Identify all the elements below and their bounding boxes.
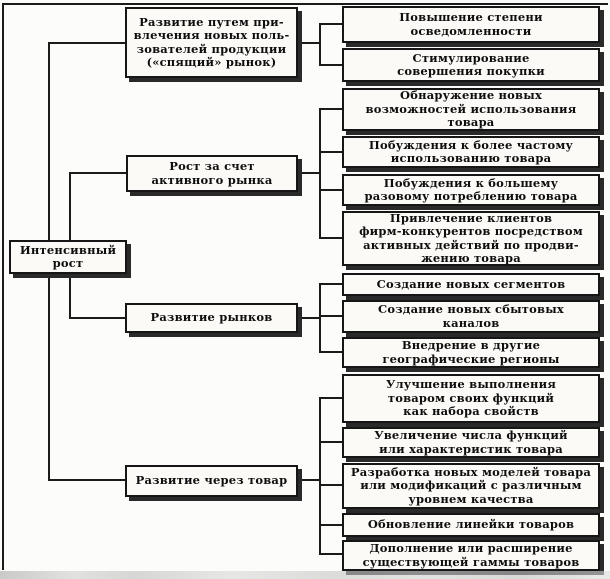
node-leaf-9-label: Внедрение в другие географические регион… bbox=[382, 338, 560, 366]
connector-trunk-a-upper bbox=[48, 42, 50, 241]
connector-group1-trunk bbox=[319, 23, 321, 66]
connector-leaf-12 bbox=[319, 484, 342, 486]
node-leaf-7: Создание новых сегментов bbox=[342, 273, 600, 296]
connector-branch1-stub bbox=[297, 42, 321, 44]
node-leaf-10-label: Улучшение выполнения товаром своих функц… bbox=[385, 377, 557, 419]
node-leaf-12: Разработка новых моделей товара или моди… bbox=[342, 463, 600, 509]
connector-branch4-stub bbox=[297, 479, 321, 481]
connector-to-branch-2 bbox=[69, 172, 126, 174]
connector-branch2-stub bbox=[297, 172, 321, 174]
node-branch-2: Рост за счет активного рынка bbox=[126, 155, 298, 192]
node-leaf-1-label: Повышение степени осведомленности bbox=[399, 10, 543, 38]
connector-leaf-1 bbox=[319, 23, 342, 25]
node-leaf-11: Увеличение числа функций или характерист… bbox=[342, 427, 600, 458]
node-leaf-5: Побуждения к большему разовому потреблен… bbox=[342, 174, 600, 206]
node-leaf-9: Внедрение в другие географические регион… bbox=[342, 337, 600, 368]
connector-leaf-9 bbox=[319, 351, 342, 353]
connector-leaf-3 bbox=[319, 108, 342, 110]
connector-group3-trunk bbox=[319, 283, 321, 353]
connector-leaf-8 bbox=[319, 315, 342, 317]
connector-to-branch-3 bbox=[69, 317, 125, 319]
node-leaf-13-label: Обновление линейки товаров bbox=[367, 517, 575, 532]
connector-to-branch-4 bbox=[48, 479, 125, 481]
node-leaf-3: Обнаружение новых возможностей использов… bbox=[342, 88, 600, 131]
node-leaf-4-label: Побуждения к более частому использованию… bbox=[368, 137, 574, 165]
connector-branch3-stub bbox=[297, 317, 321, 319]
node-leaf-8: Создание новых сбытовых каналов bbox=[342, 300, 600, 333]
node-branch-1: Развитие путем при- влечения новых поль-… bbox=[125, 7, 298, 78]
connector-group2-trunk bbox=[319, 108, 321, 239]
node-branch-4-label: Развитие через товар bbox=[135, 473, 288, 488]
node-leaf-12-label: Разработка новых моделей товара или моди… bbox=[350, 464, 592, 506]
scan-artifact-band bbox=[0, 571, 610, 579]
node-root: Интенсивный рост bbox=[9, 240, 127, 274]
connector-leaf-5 bbox=[319, 189, 342, 191]
node-leaf-5-label: Побуждения к большему разовому потреблен… bbox=[364, 175, 578, 203]
node-leaf-4: Побуждения к более частому использованию… bbox=[342, 136, 600, 168]
node-branch-1-label: Развитие путем при- влечения новых поль-… bbox=[133, 14, 290, 69]
node-leaf-3-label: Обнаружение новых возможностей использов… bbox=[365, 88, 577, 130]
connector-to-branch-1 bbox=[48, 42, 125, 44]
node-leaf-8-label: Создание новых сбытовых каналов bbox=[378, 302, 564, 330]
connector-leaf-10 bbox=[319, 397, 342, 399]
node-leaf-14: Дополнение или расширение существующей г… bbox=[342, 540, 600, 571]
connector-leaf-7 bbox=[319, 283, 342, 285]
connector-leaf-14 bbox=[319, 553, 342, 555]
node-branch-3: Развитие рынков bbox=[125, 303, 298, 333]
connector-leaf-6 bbox=[319, 237, 342, 239]
frame-border-left bbox=[2, 3, 4, 570]
node-leaf-6: Привлечение клиентов фирм-конкурентов по… bbox=[342, 211, 600, 266]
node-leaf-11-label: Увеличение числа функций или характерист… bbox=[374, 428, 568, 456]
node-branch-2-label: Рост за счет активного рынка bbox=[151, 159, 273, 187]
node-leaf-1: Повышение степени осведомленности bbox=[342, 6, 600, 43]
node-leaf-7-label: Создание новых сегментов bbox=[376, 276, 566, 291]
connector-leaf-2 bbox=[319, 64, 342, 66]
node-root-label: Интенсивный рост bbox=[19, 242, 117, 270]
connector-trunk-b-lower bbox=[69, 273, 71, 319]
connector-leaf-4 bbox=[319, 151, 342, 153]
node-leaf-2-label: Стимулирование совершения покупки bbox=[397, 50, 545, 78]
node-branch-4: Развитие через товар bbox=[125, 465, 298, 497]
node-leaf-6-label: Привлечение клиентов фирм-конкурентов по… bbox=[359, 210, 583, 265]
connector-trunk-a-lower bbox=[48, 273, 50, 481]
connector-leaf-13 bbox=[319, 524, 342, 526]
node-leaf-13: Обновление линейки товаров bbox=[342, 513, 600, 537]
node-leaf-14-label: Дополнение или расширение существующей г… bbox=[362, 541, 580, 569]
node-leaf-10: Улучшение выполнения товаром своих функц… bbox=[342, 374, 600, 423]
connector-leaf-11 bbox=[319, 441, 342, 443]
connector-trunk-b-upper bbox=[69, 173, 71, 241]
node-leaf-2: Стимулирование совершения покупки bbox=[342, 48, 600, 82]
node-branch-3-label: Развитие рынков bbox=[150, 310, 273, 325]
connector-group4-trunk bbox=[319, 397, 321, 555]
frame-border-top bbox=[2, 3, 608, 5]
